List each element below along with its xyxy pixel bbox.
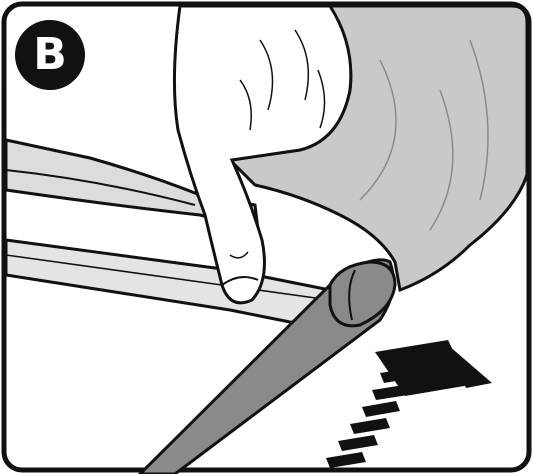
step-badge: B xyxy=(15,20,85,90)
step-label: B xyxy=(33,33,67,77)
